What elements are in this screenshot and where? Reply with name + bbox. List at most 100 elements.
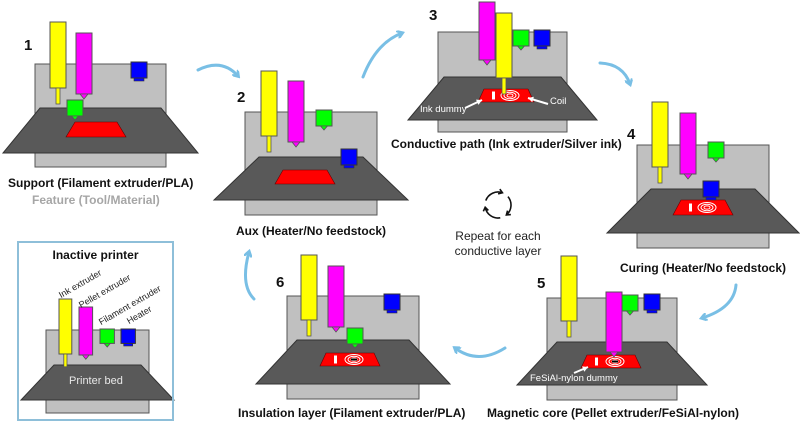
heater — [130, 61, 148, 79]
coil-ring — [700, 203, 714, 212]
arrow-6-to-2 — [245, 252, 256, 301]
printer-bed — [19, 364, 176, 401]
heater — [643, 293, 661, 311]
filament-extruder — [346, 327, 364, 345]
ink-needle — [266, 135, 272, 153]
printed-part — [672, 199, 734, 216]
ink-extruder — [300, 254, 318, 321]
repeat-line-1: Repeat for each — [455, 229, 541, 243]
legend-printer — [19, 298, 176, 414]
printer-step-6 — [254, 254, 452, 400]
coil-ring — [697, 202, 717, 213]
coil-ring — [506, 93, 514, 98]
repeat-line-2: conductive layer — [454, 244, 542, 258]
coil-ring — [703, 205, 711, 210]
filament-nozzle — [70, 115, 80, 121]
cycle-arrows-icon — [482, 188, 512, 219]
coil-ring — [344, 354, 364, 365]
ink-needle — [501, 77, 507, 95]
legend-title: Inactive printer — [52, 248, 139, 262]
pellet-nozzle — [79, 93, 89, 100]
printer-step-2 — [212, 70, 410, 216]
cycle-arrowhead — [505, 210, 511, 216]
step-label-2: Aux (Heater/No feedstock) — [236, 224, 387, 238]
pellet-nozzle — [609, 351, 619, 358]
filament-extruder — [512, 29, 530, 47]
ink-extruder — [49, 21, 67, 89]
step-number-3: 3 — [429, 7, 438, 24]
step-number-2: 2 — [237, 89, 246, 106]
pellet-extruder — [679, 112, 697, 175]
ink-needle — [657, 166, 663, 184]
filament-extruder — [66, 99, 84, 117]
coil-ring — [608, 357, 622, 366]
filament-nozzle — [516, 45, 526, 51]
coil-ring — [503, 91, 517, 100]
step-number-6: 6 — [276, 274, 285, 291]
filament-nozzle — [711, 157, 721, 163]
ink-dummy-mark — [492, 91, 495, 100]
filament-extruder — [621, 294, 639, 312]
ink-dummy-mark — [595, 357, 598, 366]
ink-extruder — [560, 255, 578, 322]
annotation-ink-dummy: Ink dummy — [420, 104, 467, 115]
ink-extruder — [260, 70, 278, 137]
repeat-note: Repeat for each conductive layer — [433, 229, 563, 259]
pellet-nozzle — [482, 59, 492, 66]
filament-extruder — [315, 109, 333, 127]
printed-part — [274, 169, 336, 185]
printer-step-1 — [1, 21, 200, 168]
step-number-5: 5 — [537, 275, 546, 292]
filament-extruder — [707, 141, 725, 159]
ink-needle — [566, 320, 572, 338]
arrow-4-to-5 — [702, 283, 738, 318]
core-mark — [351, 358, 357, 361]
step-label-1: Support (Filament extruder/PLA) — [8, 176, 194, 190]
heater — [340, 148, 358, 166]
step-legend-feature: Feature (Tool/Material) — [32, 193, 160, 207]
coil-ring — [605, 356, 625, 367]
printed-part — [65, 121, 127, 138]
heater — [533, 29, 551, 47]
pellet-nozzle — [683, 173, 693, 180]
step-label-3: Conductive path (Ink extruder/Silver ink… — [391, 137, 622, 151]
arrow-2-to-3 — [361, 33, 402, 79]
pellet-extruder — [287, 80, 305, 143]
dummy-pointer-head — [582, 366, 588, 372]
annotation-fesial-dummy: FeSiAl-nylon dummy — [530, 373, 618, 384]
coil-ring — [347, 355, 361, 364]
cycle-arrowhead — [497, 188, 504, 195]
pellet-extruder — [605, 291, 623, 353]
step-label-6: Insulation layer (Filament extruder/PLA) — [238, 406, 466, 420]
filament-nozzle — [103, 343, 112, 348]
arrow-5-to-6 — [455, 348, 507, 358]
pellet-extruder — [327, 265, 345, 328]
legend-bed-label: Printer bed — [69, 375, 123, 387]
core-mark — [612, 360, 618, 363]
heater — [702, 180, 720, 198]
coil-pointer-head — [528, 96, 534, 103]
ink-needle — [55, 87, 61, 105]
arrow-1-to-2 — [196, 63, 238, 76]
step-label-4: Curing (Heater/No feedstock) — [620, 261, 787, 275]
ink-extruder — [495, 12, 513, 79]
pellet-extruder — [478, 1, 496, 61]
filament-nozzle — [350, 343, 360, 349]
ink-dummy-mark — [689, 203, 692, 212]
printer-step-3 — [406, 1, 599, 133]
pellet-extruder — [75, 32, 93, 95]
heater — [383, 293, 401, 311]
step-label-5: Magnetic core (Pellet extruder/FeSiAl-ny… — [487, 406, 740, 420]
ink-dummy-pointer-head — [476, 99, 482, 105]
annotation-coil: Coil — [550, 96, 567, 107]
step-number-4: 4 — [627, 126, 636, 143]
coil-ring — [500, 90, 520, 101]
ink-dummy-mark — [334, 355, 337, 364]
step-number-1: 1 — [24, 37, 33, 54]
ink-extruder — [651, 101, 669, 168]
ink-needle — [306, 319, 312, 337]
pellet-nozzle — [81, 354, 91, 360]
pellet-nozzle — [331, 326, 341, 333]
inactive-printer-legend: Inactive printer — [17, 241, 174, 421]
